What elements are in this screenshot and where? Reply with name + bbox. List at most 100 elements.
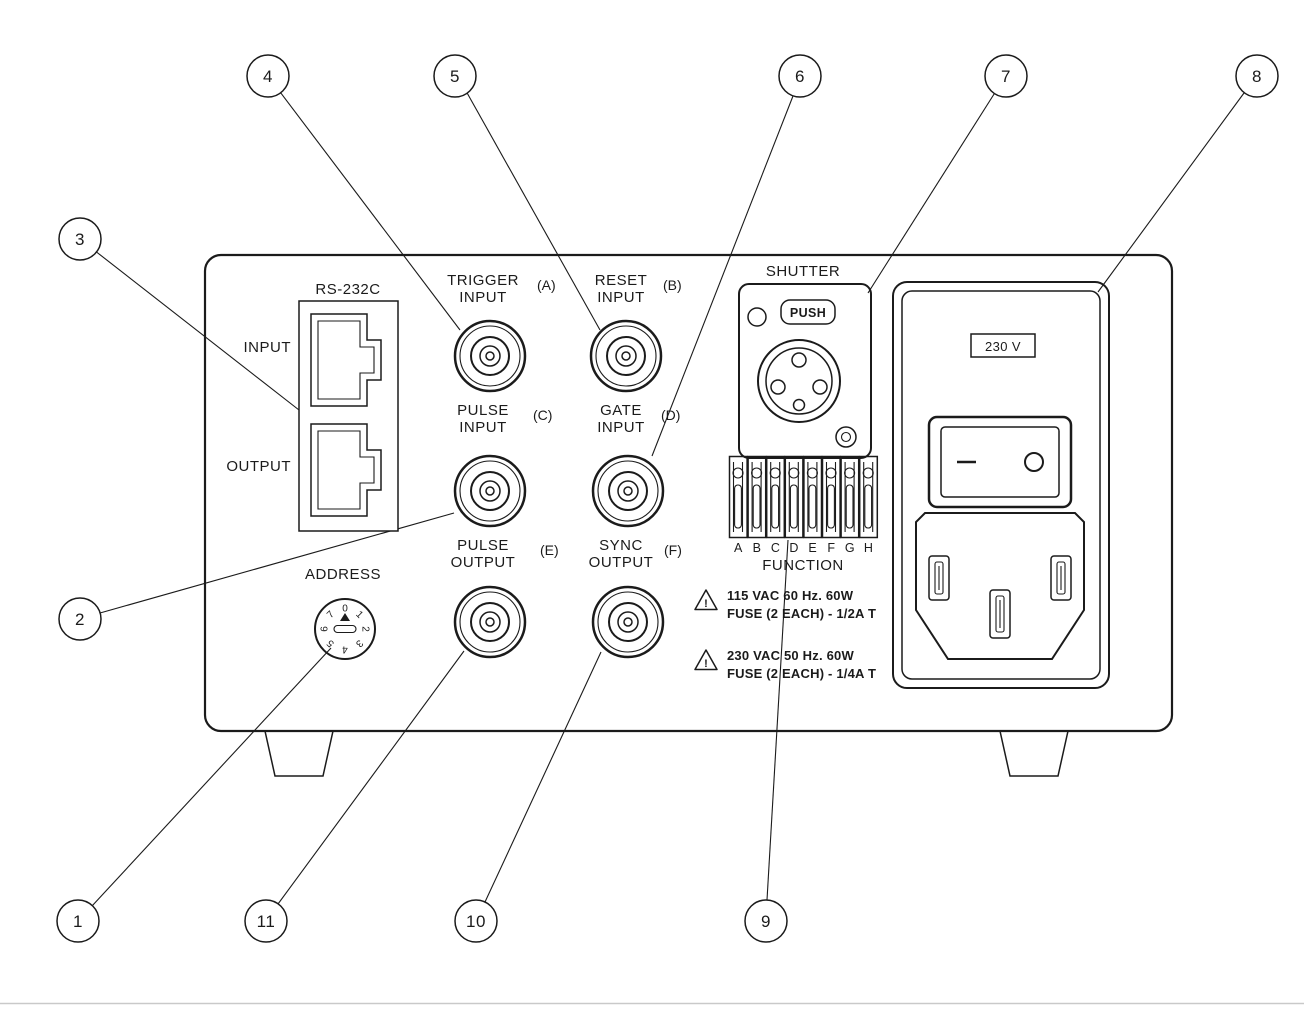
pulse-output-connector: PULSE OUTPUT (E) — [451, 537, 559, 659]
gate-input-ref: (D) — [661, 407, 680, 423]
leader-line-1 — [91, 647, 332, 907]
shutter-push-latch — [780, 299, 836, 325]
reset-input-label-line2: INPUT — [597, 289, 645, 306]
leader-line-2 — [99, 512, 455, 614]
warning-115v-line2: FUSE (2 EACH) - 1/2A T — [727, 606, 876, 621]
callout-8: 8 — [1235, 54, 1279, 98]
address-dial-pointer-icon — [340, 613, 350, 621]
warning-115v-line1: 115 VAC 60 Hz. 60W — [727, 588, 854, 603]
terminal-letter-g: G — [845, 541, 855, 555]
chassis — [0, 253, 1304, 1005]
trigger-input-label-line1: TRIGGER — [447, 272, 519, 289]
terminal-letter-a: A — [734, 541, 743, 555]
bnc-a-icon — [453, 319, 527, 393]
shutter-pin-top-icon — [791, 352, 807, 368]
panel-outline — [203, 253, 1174, 733]
terminal-e-icon — [803, 455, 823, 539]
power-module-outer — [892, 281, 1110, 689]
pulse-output-ref: (E) — [540, 542, 559, 558]
address-digit-5: 5 — [325, 637, 337, 649]
leader-line-5 — [465, 90, 601, 331]
rocker-button — [940, 426, 1060, 498]
terminal-letter-f: F — [827, 541, 835, 555]
voltage-label: 230 V — [985, 339, 1021, 354]
ac-inlet-slot-center — [989, 589, 1011, 639]
reset-input-label-line1: RESET — [595, 272, 648, 289]
power-rocker-switch — [927, 415, 1073, 509]
trigger-input-connector: TRIGGER INPUT (A) — [447, 272, 556, 393]
callout-6: 6 — [778, 54, 822, 98]
voltage-selector-window — [970, 333, 1036, 358]
callout-7-number: 7 — [1001, 67, 1011, 86]
shutter-section: SHUTTER PUSH — [738, 263, 872, 459]
callouts: 3 4 5 6 7 8 2 1 — [56, 54, 1279, 943]
shutter-label: SHUTTER — [766, 263, 840, 280]
function-terminal-block: A B C D E F G H FUNCTION — [728, 455, 879, 574]
shutter-push-label: PUSH — [790, 306, 826, 320]
address-label: ADDRESS — [305, 566, 381, 583]
bnc-b-icon — [589, 319, 663, 393]
leader-line-11 — [277, 650, 465, 905]
leader-line-9 — [766, 539, 789, 901]
shutter-screw-top-icon — [747, 307, 767, 327]
leader-line-6 — [651, 95, 794, 457]
ac-inlet-slot-right — [1050, 555, 1072, 601]
warning-exclamation: ! — [704, 658, 708, 670]
shutter-pin-bottom-icon — [792, 398, 806, 412]
bnc-connectors: TRIGGER INPUT (A) RESET INPUT (B) PULSE … — [447, 272, 682, 659]
ac-inlet — [915, 512, 1085, 660]
leader-line-3 — [96, 251, 300, 411]
power-entry-module: 230 V — [892, 281, 1110, 689]
terminal-letter-h: H — [864, 541, 873, 555]
terminal-g-icon — [840, 455, 860, 539]
power-module-inner — [901, 290, 1101, 680]
gate-input-label-line2: INPUT — [597, 419, 645, 436]
rs232-title: RS-232C — [315, 281, 380, 298]
pulse-input-label-line2: INPUT — [459, 419, 507, 436]
callout-1: 1 — [56, 899, 100, 943]
bnc-f-icon — [591, 585, 665, 659]
gate-input-label-line1: GATE — [600, 402, 642, 419]
panel-foot-right — [999, 730, 1069, 777]
leader-line-4 — [280, 92, 461, 331]
trigger-input-ref: (A) — [537, 277, 556, 293]
callout-6-number: 6 — [795, 67, 805, 86]
rs232-connector-block — [298, 300, 399, 532]
shutter-screw-bottom-inner-icon — [840, 431, 852, 443]
terminal-h-icon — [858, 455, 879, 539]
pulse-output-label-line1: PULSE — [457, 537, 509, 554]
terminal-f-icon — [821, 455, 841, 539]
reset-input-connector: RESET INPUT (B) — [589, 272, 682, 393]
pulse-input-label-line1: PULSE — [457, 402, 509, 419]
address-dial-outline — [314, 598, 376, 660]
sync-output-ref: (F) — [664, 542, 682, 558]
callout-8-number: 8 — [1252, 67, 1262, 86]
callout-7: 7 — [984, 54, 1028, 98]
callout-4: 4 — [246, 54, 290, 98]
callout-5-number: 5 — [450, 67, 460, 86]
shutter-pin-left-icon — [770, 379, 786, 395]
leader-line-8 — [1097, 92, 1245, 293]
pulse-input-ref: (C) — [533, 407, 552, 423]
shutter-screw-bottom-icon — [835, 426, 857, 448]
terminal-c-icon — [765, 455, 786, 539]
terminal-letter-b: B — [753, 541, 762, 555]
callout-11-number: 11 — [257, 912, 276, 931]
function-label: FUNCTION — [762, 557, 844, 574]
pulse-input-connector: PULSE INPUT (C) — [453, 402, 552, 528]
gate-input-connector: GATE INPUT (D) — [591, 402, 680, 528]
trigger-input-label-line2: INPUT — [459, 289, 507, 306]
rs232-section: RS-232C INPUT OUTPUT — [226, 281, 399, 532]
warning-230v-line2: FUSE (2 EACH) - 1/4A T — [727, 666, 876, 681]
terminal-letter-d: D — [789, 541, 798, 555]
address-digit-0: 0 — [342, 604, 348, 615]
address-dial-slot-icon — [333, 624, 357, 634]
terminal-b-icon — [747, 455, 767, 539]
address-digit-4: 4 — [342, 644, 348, 655]
panel-foot-left — [264, 730, 334, 777]
leader-line-10 — [484, 651, 602, 903]
warning-115v: ! 115 VAC 60 Hz. 60W FUSE (2 EACH) - 1/2… — [694, 588, 876, 621]
bnc-e-icon — [453, 585, 527, 659]
